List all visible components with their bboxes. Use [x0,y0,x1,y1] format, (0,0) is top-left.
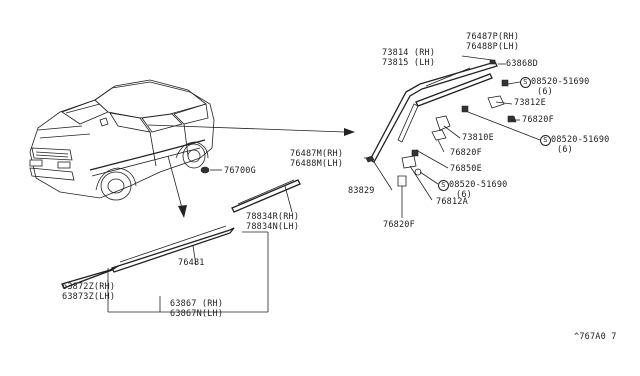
label-76812a: 76812A [436,197,468,207]
label-08520-mid: 08520-51690 [551,135,610,145]
label-73812e: 73812E [514,98,546,108]
label-76700g: 76700G [224,166,256,176]
label-76820f-c: 76820F [383,220,415,230]
label-78834r-rh: 78834R(RH) [246,212,300,222]
label-63868d: 63868D [506,59,538,69]
label-63873z-lh: 63873Z(LH) [62,292,116,302]
label-76487p-rh: 76487P(RH) [466,32,520,42]
screw-symbol-low: S [438,180,449,191]
diagram-code: ^767A0 7 [574,332,617,342]
label-63867n-lh: 63867N(LH) [170,309,224,319]
roof-moulding-assembly [364,55,541,218]
car-illustration [29,79,215,201]
screw-symbol-top: S [520,77,531,88]
indicator-arrows [147,124,355,218]
side-mouldings [61,179,301,313]
label-08520-top: 08520-51690 [531,77,590,87]
label-73815-lh: 73815 (LH) [382,58,436,68]
label-63872z-rh: 63872Z(RH) [62,282,116,292]
screw-symbol-mid: S [540,135,551,146]
label-76481: 76481 [178,258,205,268]
clip-76700g [200,166,222,174]
label-76850e: 76850E [450,164,482,174]
label-76488m-lh: 76488M(LH) [290,159,344,169]
label-76820f-b: 76820F [450,148,482,158]
label-08520-low: 08520-51690 [449,180,508,190]
label-73810e: 73810E [462,133,494,143]
label-78834n-lh: 78834N(LH) [246,222,300,232]
label-83829: 83829 [348,186,375,196]
label-76488p-lh: 76488P(LH) [466,42,520,52]
label-08520-low-qty: (6) [456,190,472,200]
label-76487m-rh: 76487M(RH) [290,149,344,159]
label-08520-mid-qty: (6) [557,145,573,155]
label-63867-rh: 63867 (RH) [170,299,224,309]
label-76820f-a: 76820F [522,115,554,125]
label-08520-top-qty: (6) [537,87,553,97]
label-73814-rh: 73814 (RH) [382,48,436,58]
